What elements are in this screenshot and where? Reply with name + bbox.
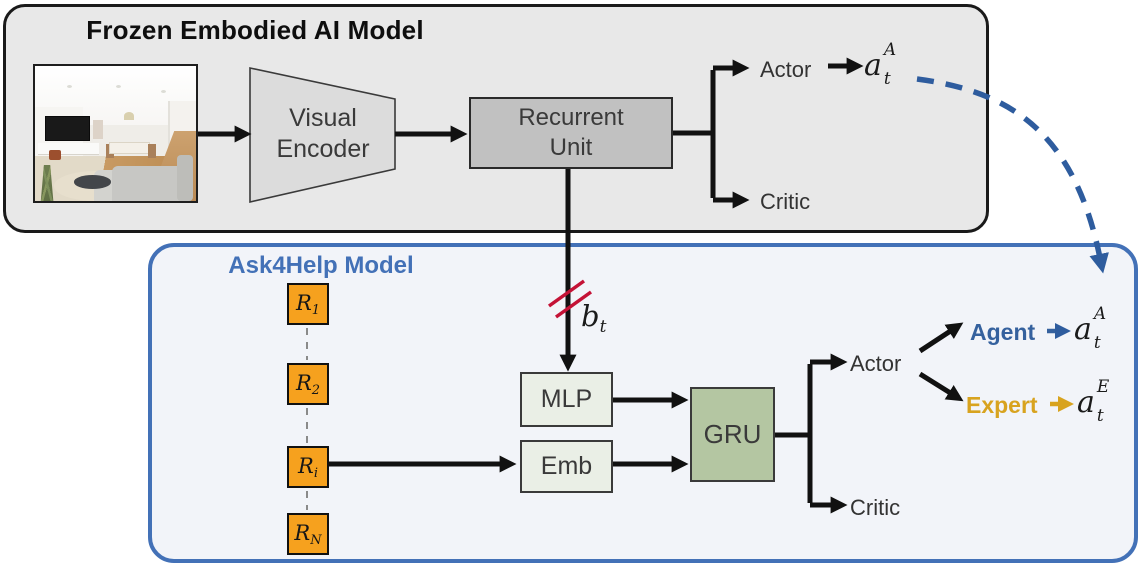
ask4help-model-title: Ask4Help Model xyxy=(228,252,414,279)
belief-input-label: bt xyxy=(581,299,607,337)
recurrent-unit-box: Recurrent Unit xyxy=(469,97,673,169)
reward-box-rn: RN xyxy=(287,513,329,555)
frozen-critic-label: Critic xyxy=(760,189,811,214)
room-wall-art xyxy=(92,120,103,139)
room-tv-cabinet xyxy=(38,142,100,154)
room-plant-pot xyxy=(49,149,61,161)
ceiling-light xyxy=(160,90,166,94)
room-chandelier xyxy=(123,111,134,120)
room-sofa-arm xyxy=(176,155,193,201)
expert-action-output: a E t xyxy=(1077,377,1110,426)
frozen-action-output: a A t xyxy=(864,40,897,89)
room-tv xyxy=(44,115,91,141)
frozen-actor-label: Actor xyxy=(760,57,812,82)
frozen-model-title: Frozen Embodied AI Model xyxy=(86,15,424,45)
emb-box: Emb xyxy=(520,440,613,493)
mlp-box: MLP xyxy=(520,372,613,427)
reward-box-r1: R1 xyxy=(287,283,329,325)
visual-encoder-label: Visual Encoder xyxy=(276,103,370,163)
ceiling-light xyxy=(115,84,121,88)
room-coffee-table xyxy=(73,175,111,189)
expert-label: Expert xyxy=(966,392,1038,418)
room-observation-image xyxy=(33,64,198,203)
reward-box-r2: R2 xyxy=(287,363,329,405)
room-dining-table xyxy=(109,141,150,155)
gru-box: GRU xyxy=(690,387,775,482)
agent-action-output: a A t xyxy=(1074,304,1107,353)
ask4help-critic-label: Critic xyxy=(850,495,901,520)
room-dining-chair xyxy=(147,144,156,158)
room-plant xyxy=(40,164,54,201)
ask4help-actor-label: Actor xyxy=(850,351,902,376)
room-sofa xyxy=(112,165,187,201)
ceiling-light xyxy=(67,84,73,88)
reward-box-ri: Ri xyxy=(287,446,329,488)
agent-label: Agent xyxy=(970,319,1036,345)
